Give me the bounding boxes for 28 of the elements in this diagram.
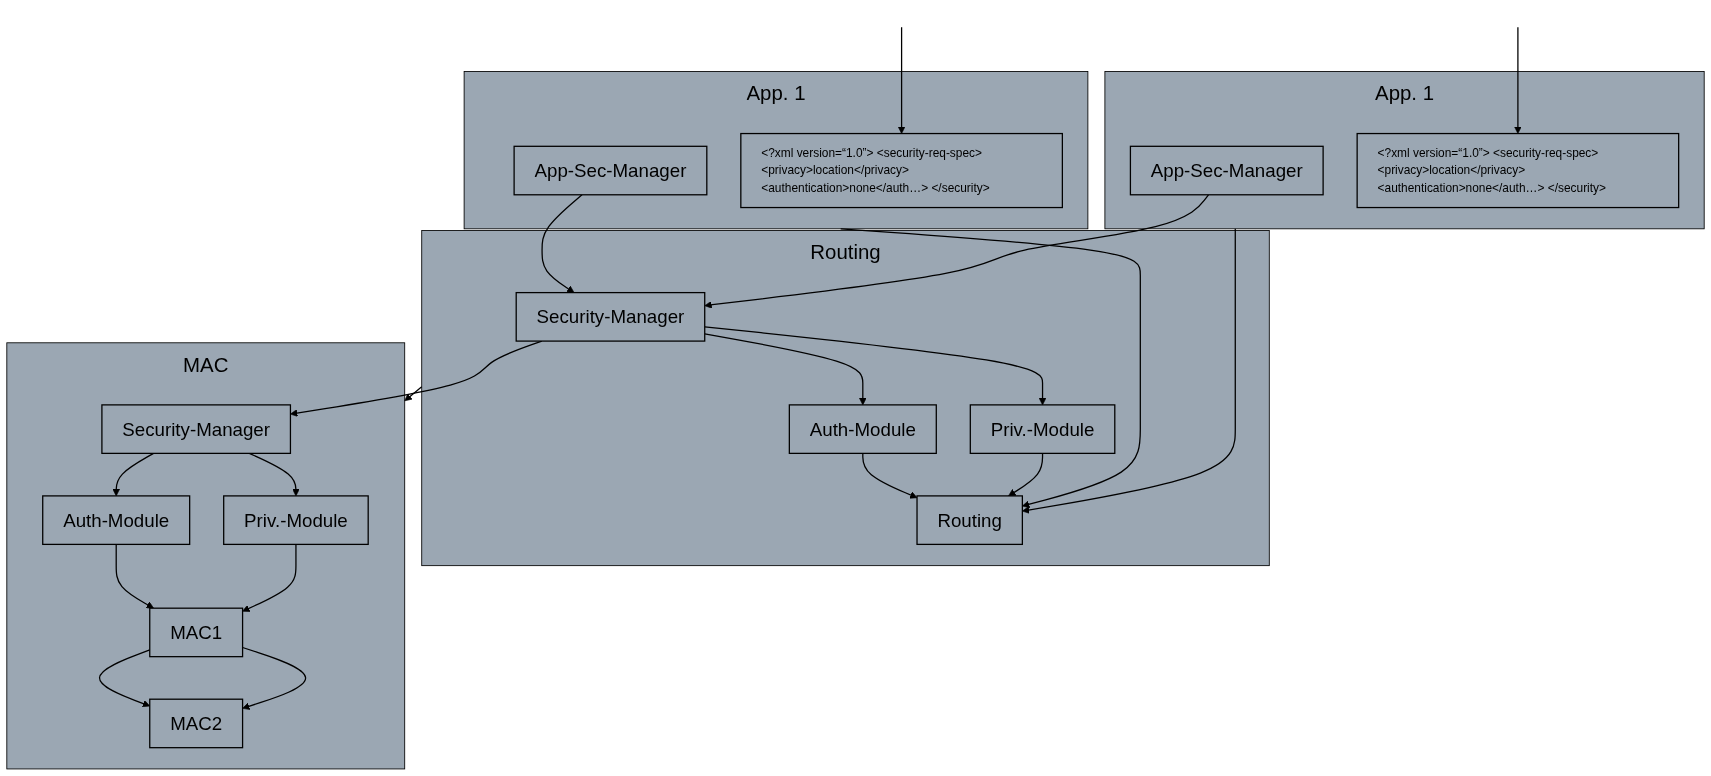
arrow xyxy=(897,26,906,134)
node-box: <?xml version=“1.0”> <security-req-spec> <privacy>location</privacy> <authentication>none</auth…> </security> xyxy=(1356,133,1680,209)
arrow xyxy=(840,228,1141,509)
node-box: Priv.-Module xyxy=(223,495,369,546)
arrow xyxy=(1008,452,1044,497)
node-box: App-Sec-Manager xyxy=(513,145,708,196)
node-box: Auth-Module xyxy=(42,495,191,546)
arrow xyxy=(242,543,297,612)
arrow xyxy=(112,452,155,497)
arrow xyxy=(1022,228,1236,514)
node-box: App-Sec-Manager xyxy=(1129,145,1324,196)
node-box: MAC2 xyxy=(149,698,244,749)
arrow xyxy=(115,543,154,609)
node-box: MAC1 xyxy=(149,607,244,658)
node-box: Auth-Module xyxy=(788,404,937,455)
arrow xyxy=(248,452,300,497)
node-box: <?xml version=“1.0”> <security-req-spec> <privacy>location</privacy> <authentication>none</auth…> </security> xyxy=(740,133,1063,209)
arrow xyxy=(541,194,583,294)
arrow xyxy=(862,452,918,499)
arrow xyxy=(704,333,867,406)
node-box: Security-Manager xyxy=(101,404,292,455)
node-box: Routing xyxy=(916,495,1023,546)
arrow xyxy=(404,386,423,402)
node-box: Security-Manager xyxy=(515,292,706,342)
arrow xyxy=(1514,26,1522,134)
arrow xyxy=(704,326,1047,406)
node-box: Priv.-Module xyxy=(969,404,1116,455)
arrow xyxy=(704,194,1210,309)
